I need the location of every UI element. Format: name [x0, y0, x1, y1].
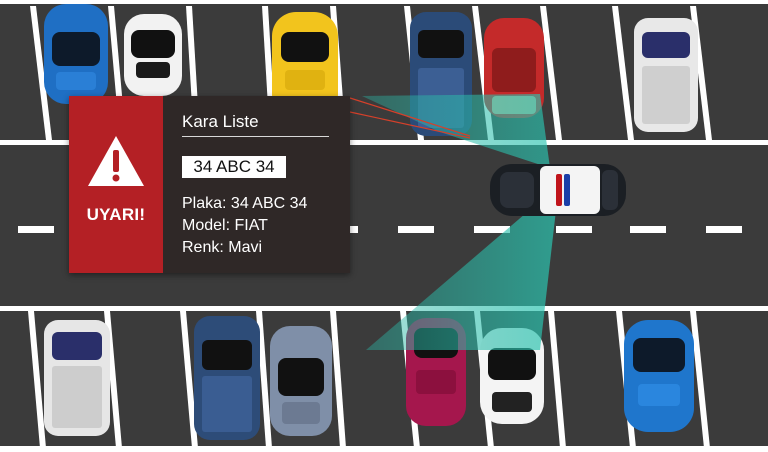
blacklist-title: Kara Liste — [182, 112, 259, 131]
scan-beam-bottom — [366, 196, 556, 350]
car-top-blue — [44, 4, 108, 104]
scan-line-a — [349, 97, 471, 137]
blacklist-alert-card: UYARI! Kara Liste 34 ABC 34 Plaka: 34 AB… — [69, 96, 350, 273]
car-bottom-white — [480, 328, 544, 424]
car-bottom-gray — [270, 326, 332, 436]
car-bottom-blue — [624, 320, 694, 432]
model-info: Model: FIAT — [182, 217, 268, 234]
car-bottom-white-pickup — [44, 320, 110, 436]
warning-panel: UYARI! — [69, 96, 163, 273]
car-top-white-pickup — [634, 18, 698, 132]
warning-label: UYARI! — [86, 205, 146, 224]
title-divider — [182, 136, 329, 137]
plate-info: Plaka: 34 ABC 34 — [182, 195, 308, 212]
blacklist-info-panel: Kara Liste 34 ABC 34 Plaka: 34 ABC 34 Mo… — [163, 96, 350, 273]
car-bottom-navy-pickup — [194, 316, 260, 440]
scan-line-b — [349, 111, 471, 139]
car-top-white — [124, 14, 182, 96]
license-plate-badge: 34 ABC 34 — [182, 156, 286, 178]
color-info: Renk: Mavi — [182, 239, 263, 256]
car-top-yellow — [272, 12, 338, 118]
police-car — [490, 164, 626, 216]
warning-triangle-icon — [88, 136, 144, 186]
